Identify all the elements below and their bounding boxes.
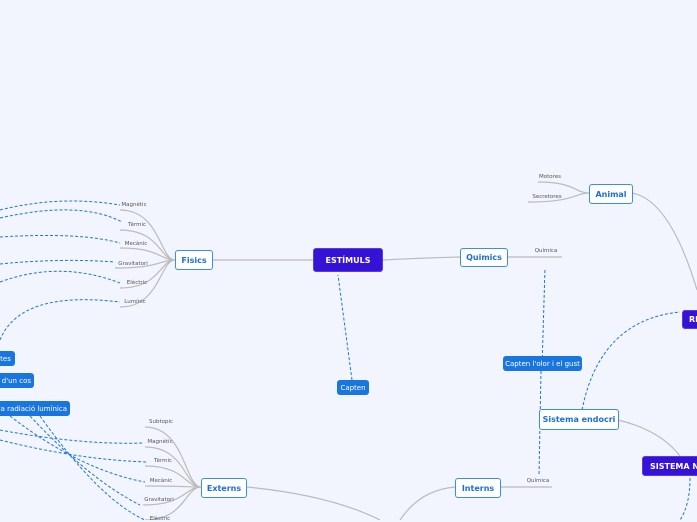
node-externs[interactable]: Externs [201,478,247,498]
animal-child[interactable]: Secretores [532,194,562,200]
relation-left-3[interactable]: la radiació lumínica [0,401,70,416]
relation-capten-olor[interactable]: Capten l'olor i el gust [503,356,582,371]
externs-child[interactable]: Mecànic [149,478,173,484]
interns-child[interactable]: Química [526,478,550,484]
fisics-child[interactable]: Lumínic [124,299,146,305]
node-re[interactable]: RE [682,310,697,329]
externs-child[interactable]: Subtopic [148,419,174,425]
node-animal[interactable]: Animal [589,184,633,204]
fisics-child[interactable]: Tèrmic [127,222,147,228]
node-quimics[interactable]: Quimics [460,248,508,267]
externs-child[interactable]: Elèctric [149,516,171,522]
externs-child[interactable]: Tèrmic [153,458,173,464]
animal-child[interactable]: Motores [538,174,562,180]
fisics-child[interactable]: Magnètic [121,202,147,208]
externs-child[interactable]: Magnètic [147,439,173,445]
fisics-child[interactable]: Mecànic [124,241,148,247]
relation-capten[interactable]: Capten [337,380,369,395]
central-node-estimuls[interactable]: ESTÍMULS [313,248,383,272]
relation-left-2[interactable]: d'un cos [0,373,34,388]
fisics-child[interactable]: Gravitatori [118,261,148,267]
quimics-child[interactable]: Química [534,248,558,254]
node-interns[interactable]: Interns [455,478,501,498]
fisics-child[interactable]: Elèctric [126,280,148,286]
relation-left-1[interactable]: tes [0,351,15,366]
node-sistema-endocri[interactable]: Sistema endocri [539,409,619,430]
node-fisics[interactable]: Fisics [175,250,213,270]
externs-child[interactable]: Gravitatori [144,497,174,503]
node-sistema-nervios[interactable]: SISTEMA NE [642,456,697,476]
